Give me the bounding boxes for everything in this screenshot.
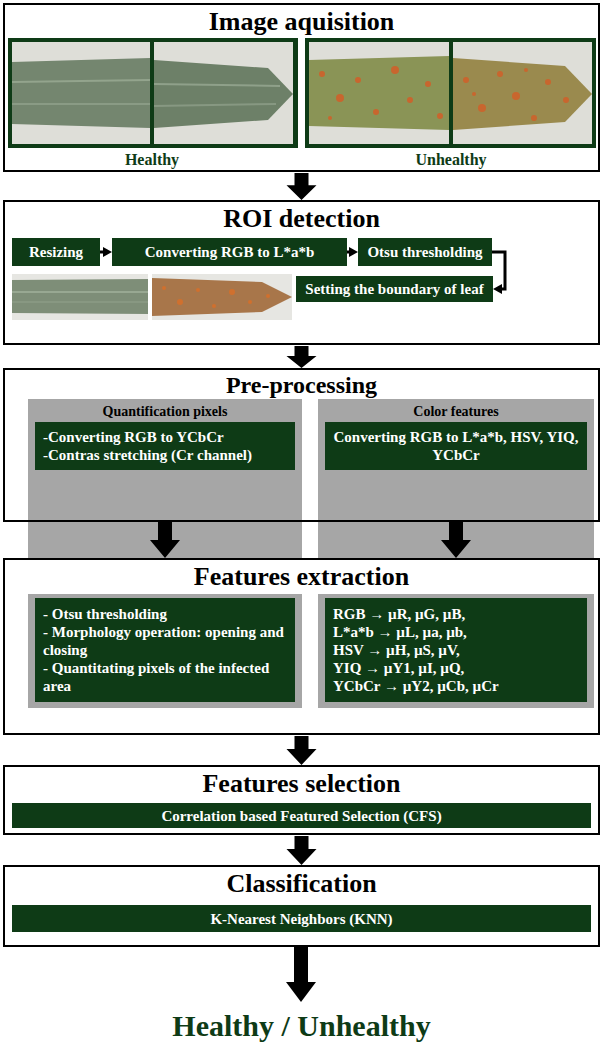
section-title: Features selection (5, 769, 598, 799)
box-text: HSV → µH, µS, µV, (333, 641, 460, 659)
section-box: Pre-processingQuantification pixels -Conv… (3, 368, 600, 522)
flow-arrow (287, 173, 317, 200)
flow-arrow (100, 247, 112, 257)
box-text: YCbCr → µY2, µCb, µCr (333, 677, 499, 695)
box-text: Converting RGB to L*a*b (145, 243, 315, 261)
box-text: YIQ → µY1, µI, µQ, (333, 659, 464, 677)
section-title: ROI detection (5, 204, 598, 234)
box-text: Otsu thresholding (367, 243, 482, 261)
section-box: ROI detectionResizing Converting RGB to L… (3, 200, 600, 345)
image-label: Unhealthy (351, 150, 551, 169)
group-panel: Quantification pixels -Converting RGB to … (28, 399, 302, 520)
section-title: Features extraction (5, 562, 598, 592)
process-box: -Converting RGB to YCbCr-Contras stretch… (35, 422, 295, 470)
flow-arrow (492, 252, 505, 294)
flow-arrow (347, 247, 358, 257)
box-text: Converting RGB to L*a*b, HSV, YIQ, YCbCr (333, 428, 579, 464)
process-box: RGB → µR, µG, µB,L*a*b → µL, µa, µb,HSV … (325, 598, 587, 702)
section-title: Image aquisition (5, 7, 598, 37)
process-box: - Otsu thresholding- Morphology operatio… (35, 598, 295, 702)
process-box: Setting the boundary of leaf (296, 276, 493, 302)
section-box: ClassificationK-Nearest Neighbors (KNN) (3, 865, 600, 947)
process-box: Resizing (12, 238, 100, 266)
section-box: Features selectionCorrelation based Feat… (3, 765, 600, 835)
box-text: Setting the boundary of leaf (305, 280, 483, 298)
process-box: Converting RGB to L*a*b, HSV, YIQ, YCbCr (325, 422, 587, 470)
flow-arrow (287, 346, 317, 368)
panel-title: Quantification pixels (28, 403, 302, 420)
box-text: RGB → µR, µG, µB, (333, 605, 465, 623)
flow-arrow (150, 521, 180, 558)
flow-arrow (287, 736, 317, 765)
output-label: Healthy / Unhealthy (0, 1008, 603, 1044)
box-text: L*a*b → µL, µa, µb, (333, 623, 467, 641)
box-text: - Morphology operation: opening and clos… (43, 623, 287, 659)
box-text: Resizing (29, 243, 83, 261)
section-title: Classification (5, 869, 598, 899)
flow-arrow (441, 521, 471, 558)
process-box: K-Nearest Neighbors (KNN) (12, 905, 591, 932)
box-text: K-Nearest Neighbors (KNN) (210, 910, 392, 928)
flow-arrow (287, 836, 317, 865)
section-box: Features extraction- Otsu thresholding- … (3, 558, 600, 735)
process-box: Otsu thresholding (358, 238, 492, 266)
image-label: Healthy (52, 150, 252, 169)
section-box: Image aquisitionHealthy Unhealthy (3, 3, 600, 172)
section-title: Pre-processing (5, 372, 598, 398)
panel-title: Color features (318, 403, 594, 420)
box-text: -Converting RGB to YCbCr (43, 428, 224, 446)
box-text: Correlation based Featured Selection (CF… (161, 807, 441, 825)
box-text: - Otsu thresholding (43, 605, 167, 623)
box-text: - Quantitating pixels of the infected ar… (43, 659, 287, 695)
process-box: Correlation based Featured Selection (CF… (12, 803, 591, 828)
group-panel: Color featuresConverting RGB to L*a*b, H… (318, 399, 594, 520)
process-box: Converting RGB to L*a*b (112, 238, 347, 266)
box-text: -Contras stretching (Cr channel) (43, 446, 252, 464)
